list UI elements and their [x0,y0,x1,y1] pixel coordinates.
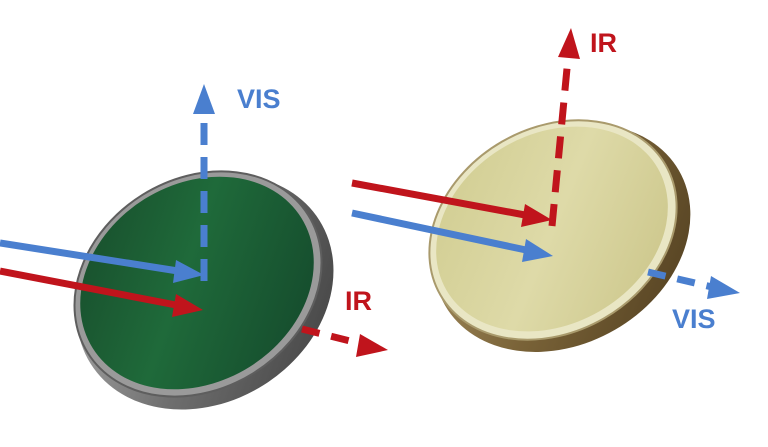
right-incident-vis-arrow [351,209,553,262]
left-incident-vis-arrow [0,239,204,283]
yellow-filter [428,119,691,352]
left-transmitted-ir-arrow [301,325,388,357]
left-transmitted-label: IR [345,286,372,316]
left-reflected-vis-arrow [193,84,215,281]
yellow-filter-face [436,126,668,332]
right-transmitted-vis-arrow [647,268,740,299]
left-incident-ir-arrow [0,267,203,317]
right-reflected-label: IR [590,28,617,58]
green-filter-face [80,176,314,390]
right-incident-ir-arrow [351,179,552,227]
right-reflected-ir-arrow [548,28,580,227]
left-reflected-label: VIS [237,84,281,114]
green-filter [73,170,334,410]
right-transmitted-label: VIS [672,304,716,334]
